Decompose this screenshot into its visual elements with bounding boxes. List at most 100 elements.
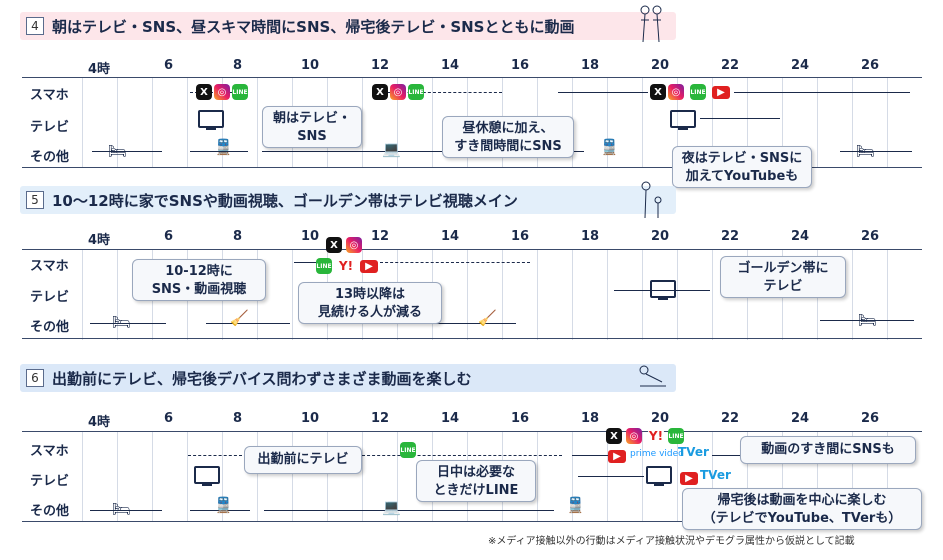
usage-line (372, 92, 502, 93)
usage-line (820, 320, 914, 321)
callout: 朝はテレビ・SNS (262, 106, 362, 148)
hour-label: 16 (511, 229, 530, 244)
usage-line (614, 290, 710, 291)
tv-icon (198, 110, 224, 130)
hour-label: 18 (581, 58, 600, 73)
section-title: 朝はテレビ・SNS、昼スキマ時間にSNS、帰宅後テレビ・SNSとともに動画 (52, 17, 575, 36)
section-title: 10〜12時に家でSNSや動画視聴、ゴールデン帯はテレビ視聴メイン (52, 191, 518, 210)
hour-label: 8 (233, 411, 243, 426)
bed-icon: 🛏 (108, 142, 128, 160)
callout: 出勤前にテレビ (244, 446, 362, 474)
callout: 昼休憩に加え、すき間時間にSNS (442, 116, 574, 158)
axis-line (22, 521, 922, 522)
footnote: ※メディア接触以外の行動はメディア接触状況やデモグラ属性から仮説として記載 (488, 536, 855, 547)
hour-label: 8 (233, 58, 243, 73)
instagram-icon: ◎ (626, 428, 642, 444)
youtube-icon: ▶ (680, 472, 698, 485)
bed-icon: 🛏 (858, 311, 878, 329)
usage-line (190, 510, 250, 511)
youtube-icon: ▶ (712, 86, 730, 99)
tver-icon: TVer (700, 468, 731, 482)
section-number: 6 (26, 369, 44, 387)
hour-label: 10 (301, 411, 320, 426)
hour-label: 12 (371, 411, 390, 426)
usage-line (572, 455, 608, 456)
section-4-banner: 4 朝はテレビ・SNS、昼スキマ時間にSNS、帰宅後テレビ・SNSとともに動画 (20, 12, 676, 40)
x-icon: X (650, 84, 666, 100)
instagram-icon: ◎ (668, 84, 684, 100)
tv-icon (194, 466, 220, 486)
hour-label: 18 (581, 229, 600, 244)
section-5-banner: 5 10〜12時に家でSNSや動画視聴、ゴールデン帯はテレビ視聴メイン (20, 186, 676, 214)
relaxing-person-illustration-icon (636, 362, 670, 392)
callout: 13時以降は見続ける人が減る (298, 282, 442, 324)
hour-label: 6 (164, 58, 174, 73)
line-icon: LINE (690, 84, 706, 100)
train-icon: 🚆 (214, 496, 233, 514)
usage-line (90, 510, 162, 511)
hour-label: 4時 (88, 415, 111, 430)
row-label-other: その他 (30, 320, 70, 335)
desk-worker-icon: 💻 (382, 140, 401, 158)
row-label-tv: テレビ (30, 120, 70, 135)
axis-line (22, 249, 922, 250)
hour-label: 24 (791, 58, 810, 73)
hour-label: 20 (651, 411, 670, 426)
hour-label: 4時 (88, 62, 111, 77)
usage-line (264, 510, 554, 511)
hour-label: 10 (301, 58, 320, 73)
hour-label: 14 (441, 229, 460, 244)
hour-label: 26 (861, 411, 880, 426)
usage-line (380, 262, 530, 263)
usage-line (206, 323, 290, 324)
hour-label: 24 (791, 411, 810, 426)
youtube-icon: ▶ (360, 260, 378, 273)
row-label-smartphone: スマホ (30, 88, 69, 103)
instagram-icon: ◎ (390, 84, 406, 100)
usage-line (712, 455, 740, 456)
callout: 帰宅後は動画を中心に楽しむ（テレビでYouTube、TVerも） (682, 488, 922, 530)
hour-label: 6 (164, 411, 174, 426)
yahoo-icon: Y! (338, 258, 354, 274)
usage-line (578, 476, 644, 477)
tv-icon (650, 280, 676, 300)
hour-label: 4時 (88, 233, 111, 248)
hour-label: 24 (791, 229, 810, 244)
usage-line (558, 92, 648, 93)
usage-line (294, 262, 316, 263)
line-icon: LINE (400, 442, 416, 458)
prime-video-icon: prime video (630, 449, 684, 459)
tv-icon (646, 466, 672, 486)
x-icon: X (326, 237, 342, 253)
usage-line (362, 455, 562, 456)
line-icon: LINE (232, 84, 248, 100)
hour-label: 8 (233, 229, 243, 244)
hour-label: 20 (651, 58, 670, 73)
hour-label: 18 (581, 411, 600, 426)
x-icon: X (606, 428, 622, 444)
instagram-icon: ◎ (346, 237, 362, 253)
x-icon: X (372, 84, 388, 100)
hour-label: 12 (371, 58, 390, 73)
hour-label: 26 (861, 229, 880, 244)
hour-label: 22 (721, 411, 740, 426)
callout: 夜はテレビ・SNSに加えてYouTubeも (672, 146, 812, 188)
section-number: 5 (26, 191, 44, 209)
bed-icon: 🛏 (112, 500, 132, 518)
line-icon: LINE (316, 258, 332, 274)
usage-line (700, 118, 780, 119)
row-label-tv: テレビ (30, 474, 70, 489)
train-icon: 🚆 (566, 496, 585, 514)
usage-line (262, 151, 584, 152)
hour-label: 26 (861, 58, 880, 73)
train-icon: 🚆 (600, 138, 619, 156)
callout: 動画のすき間にSNSも (740, 436, 916, 464)
row-label-other: その他 (30, 150, 70, 165)
hour-label: 16 (511, 58, 530, 73)
usage-line (90, 323, 166, 324)
usage-line (840, 151, 912, 152)
row-label-smartphone: スマホ (30, 444, 69, 459)
section-number: 4 (26, 17, 44, 35)
hour-label: 22 (721, 229, 740, 244)
instagram-icon: ◎ (214, 84, 230, 100)
